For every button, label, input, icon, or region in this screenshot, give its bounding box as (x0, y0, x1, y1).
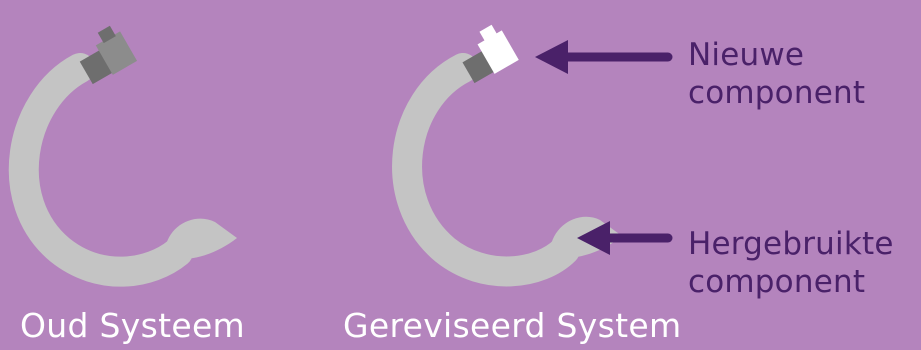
new-connector-block (462, 24, 519, 84)
arrow-left-icon (535, 40, 673, 74)
revised-hook-arc (392, 53, 580, 287)
callout-new-component: Nieuwe component (688, 36, 865, 112)
callout-reused-line2: component (688, 264, 866, 300)
callout-new-line2: component (688, 75, 866, 111)
callout-reused-component: Hergebruikte component (688, 225, 894, 301)
old-hook-tip (165, 218, 237, 260)
caption-revised-system: Gereviseerd System (343, 306, 682, 345)
old-hook-arc (8, 53, 193, 287)
callout-reused-line1: Hergebruikte (688, 226, 894, 262)
old-connector-block (79, 25, 138, 85)
old-system-device (8, 25, 237, 287)
arrow-left-icon (577, 221, 673, 255)
callout-new-line1: Nieuwe (688, 37, 805, 73)
revised-system-device (392, 24, 622, 287)
caption-old-system: Oud Systeem (20, 306, 245, 345)
